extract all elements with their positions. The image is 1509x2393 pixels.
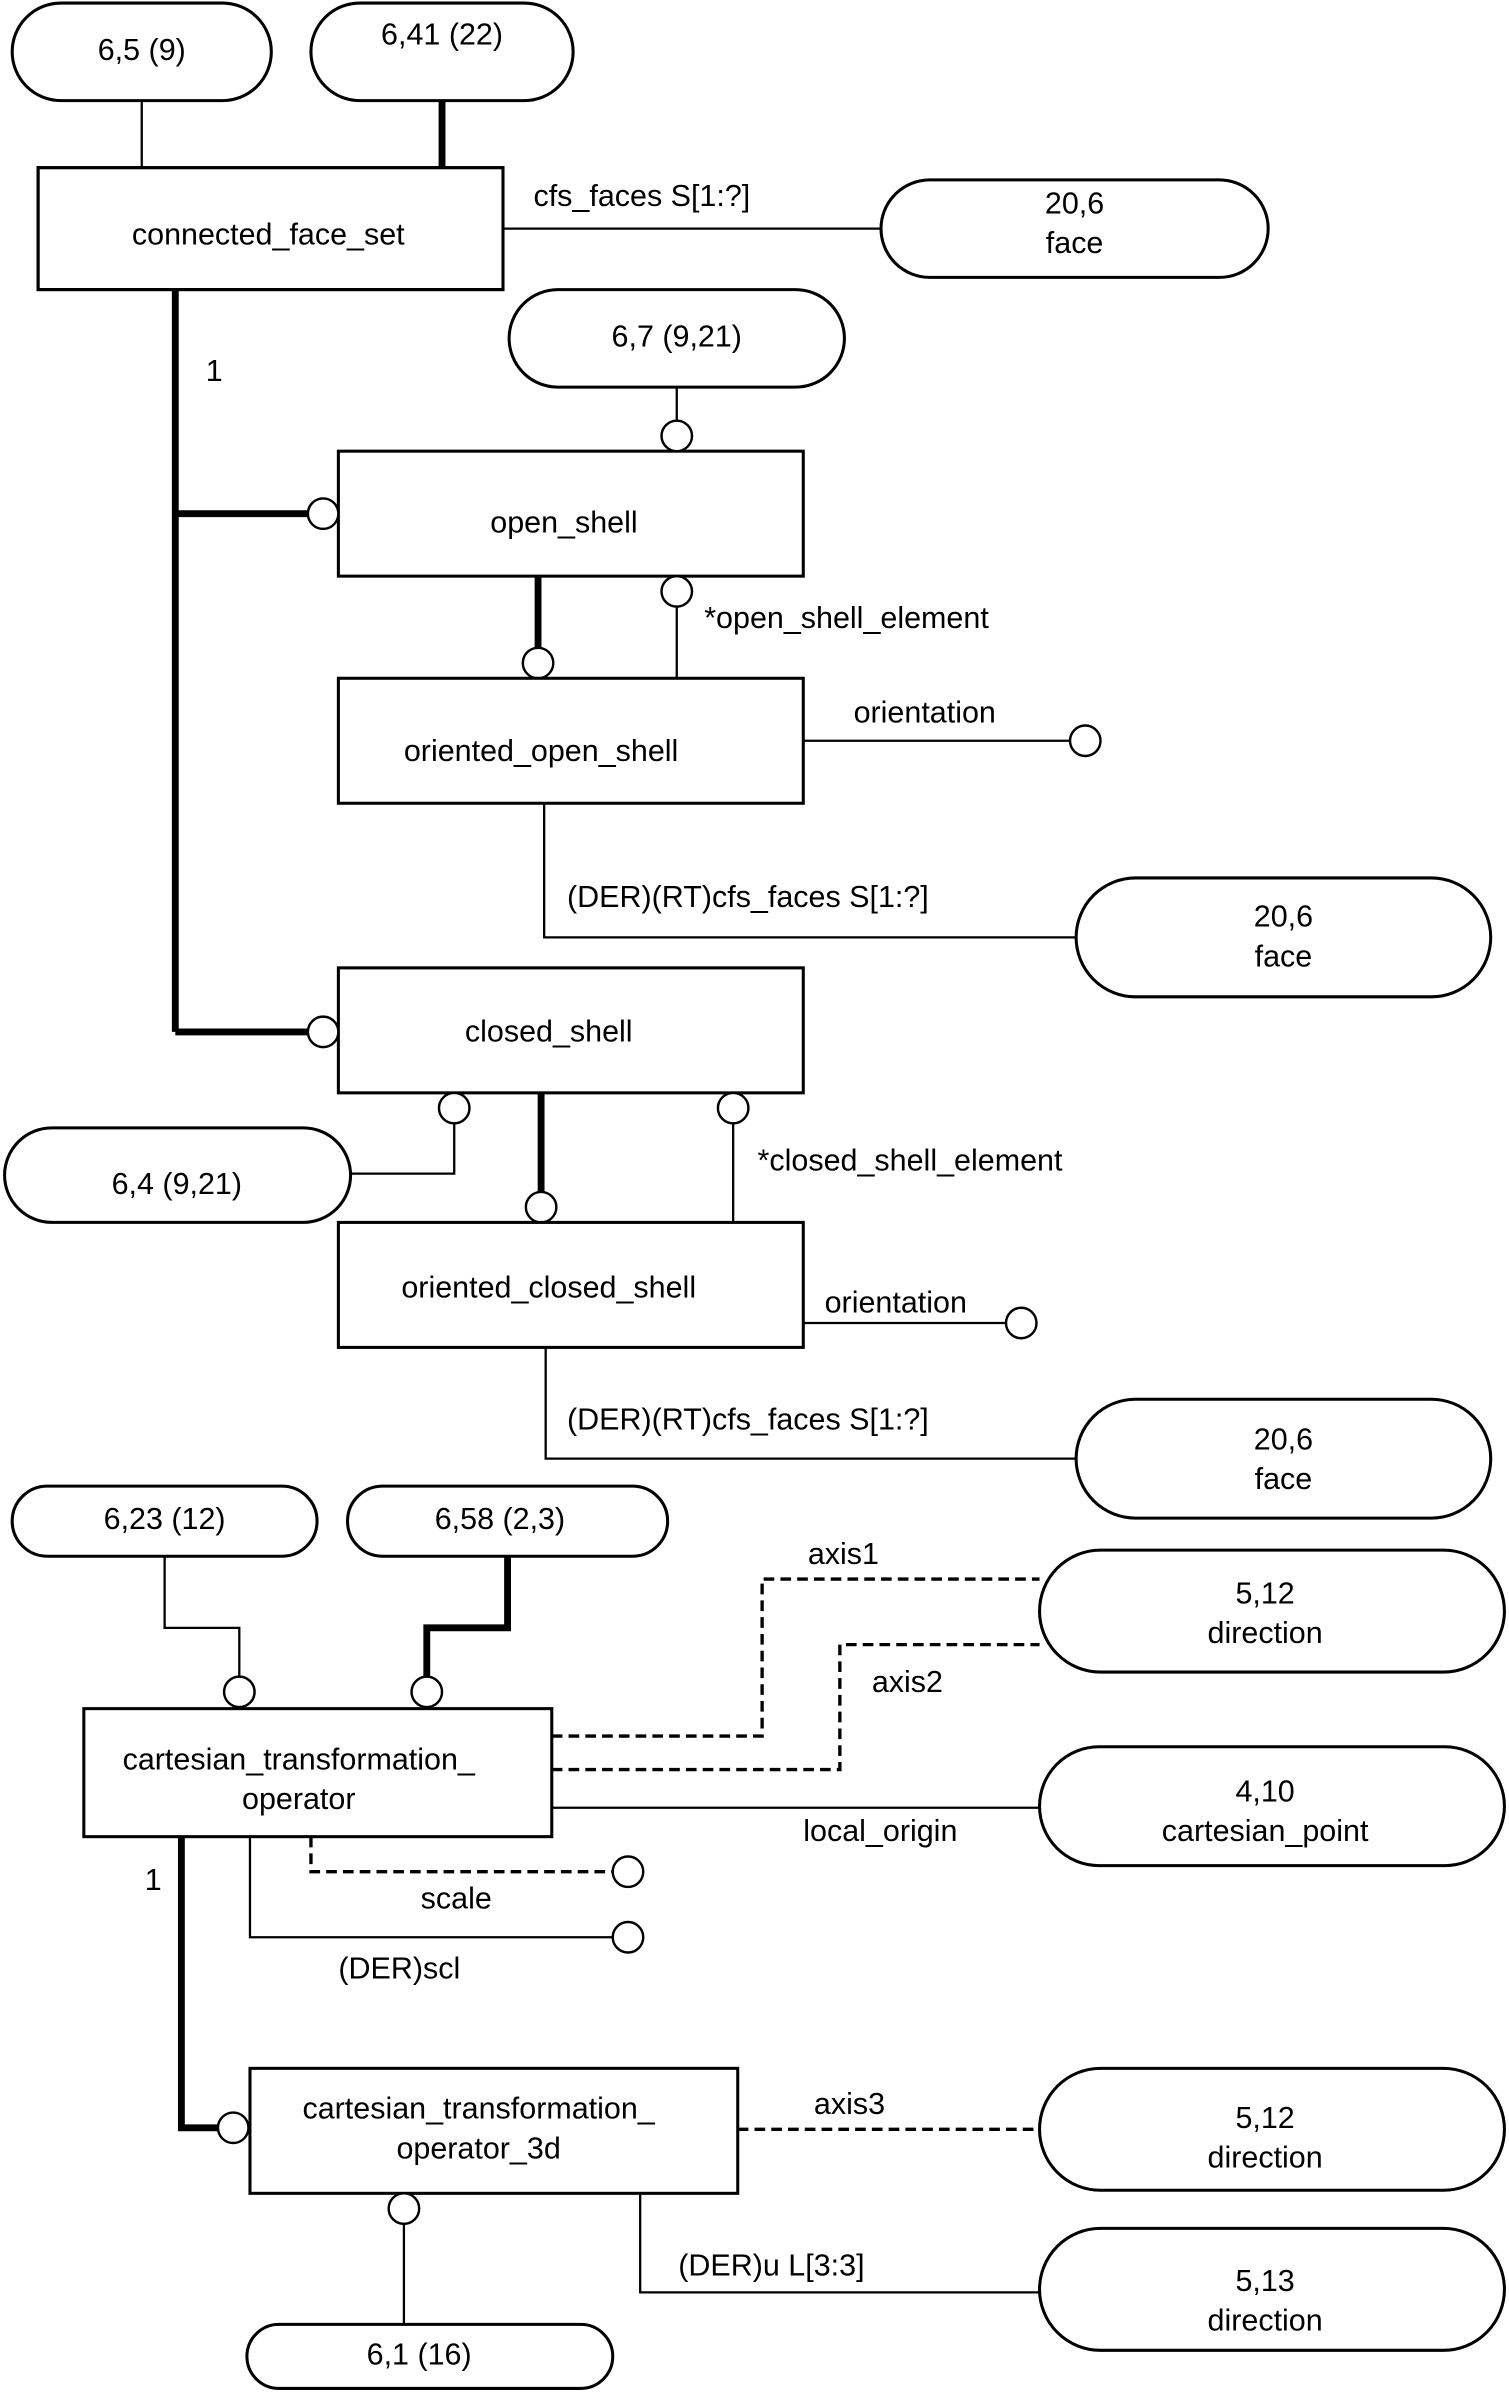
relation-circle — [410, 1675, 444, 1709]
attr-line-dashed-scale — [309, 1836, 613, 1874]
attr-label-axis1: axis1 — [808, 1537, 879, 1571]
attr-label-cfs-faces: cfs_faces S[1:?] — [533, 179, 750, 213]
cardinality-one: 1 — [145, 1863, 162, 1897]
attr-circle — [1068, 724, 1102, 758]
attr-label-der-cfs-faces: (DER)(RT)cfs_faces S[1:?] — [567, 1403, 929, 1437]
attr-label-axis2: axis2 — [872, 1665, 943, 1699]
ref-label: 6,1 (16) — [367, 2337, 472, 2371]
entity-connected-face-set[interactable]: connected_face_set — [36, 166, 505, 292]
ref-direction-3[interactable]: 5,13 direction — [1038, 2226, 1506, 2352]
entity-label: oriented_open_shell — [404, 734, 678, 768]
entity-label: connected_face_set — [132, 217, 405, 251]
ref-number: 5,12 — [1235, 2101, 1294, 2135]
attr-label-der-u: (DER)u L[3:3] — [678, 2249, 864, 2283]
attr-label-der-scl: (DER)scl — [338, 1951, 460, 1985]
attr-label-closed-shell-element: *closed_shell_element — [758, 1144, 1063, 1178]
ref-label: 6,58 (2,3) — [435, 1502, 565, 1536]
relation-line — [350, 1123, 456, 1175]
ref-label: 6,7 (9,21) — [612, 319, 742, 353]
ref-number: 5,12 — [1235, 1576, 1294, 1610]
ref-label: 6,5 (9) — [98, 33, 186, 67]
relation-circle — [716, 1091, 750, 1125]
entity-cartesian-transformation-operator-3d[interactable]: cartesian_transformation_ operator_3d — [248, 2066, 740, 2195]
attr-label-local-origin: local_origin — [803, 1814, 957, 1848]
ref-face-2[interactable]: 20,6 face — [1074, 876, 1493, 999]
ref-cartesian-point[interactable]: 4,10 cartesian_point — [1038, 1745, 1506, 1868]
attr-line — [248, 1836, 613, 1939]
attr-line — [544, 1347, 1077, 1460]
attr-circle — [611, 1855, 645, 1889]
ref-6-7[interactable]: 6,7 (9,21) — [507, 288, 846, 389]
entity-label-line2: operator_3d — [396, 2131, 560, 2165]
entity-label: oriented_closed_shell — [401, 1271, 696, 1305]
ref-label: 6,4 (9,21) — [112, 1167, 242, 1201]
ref-name: face — [1255, 1462, 1313, 1496]
relation-circle — [660, 574, 694, 608]
ref-number: 20,6 — [1254, 900, 1313, 934]
ref-6-4[interactable]: 6,4 (9,21) — [3, 1126, 353, 1224]
subtype-circle — [216, 2111, 250, 2145]
ref-number: 5,13 — [1235, 2264, 1294, 2298]
relation-circle — [222, 1675, 256, 1709]
attr-circle — [611, 1920, 645, 1954]
ref-direction-1[interactable]: 5,12 direction — [1038, 1548, 1506, 1674]
ref-face-3[interactable]: 20,6 face — [1074, 1397, 1493, 1520]
entity-open-shell[interactable]: open_shell — [336, 449, 805, 578]
ref-name: direction — [1208, 1616, 1323, 1650]
attr-label-open-shell-element: *open_shell_element — [704, 601, 989, 635]
ref-name: face — [1255, 939, 1313, 973]
relation-circle — [387, 2192, 421, 2226]
entity-oriented-open-shell[interactable]: oriented_open_shell — [336, 676, 805, 805]
ref-6-58[interactable]: 6,58 (2,3) — [346, 1484, 670, 1558]
relation-circle — [660, 419, 694, 453]
ref-label: 6,23 (12) — [104, 1502, 226, 1536]
entity-label-line1: cartesian_transformation_ — [123, 1743, 476, 1777]
subtype-circle — [521, 646, 555, 680]
relation-circle — [437, 1091, 471, 1125]
ref-6-23[interactable]: 6,23 (12) — [10, 1484, 319, 1558]
subtype-circle — [306, 497, 340, 531]
subtype-circle — [524, 1190, 558, 1224]
entity-label: open_shell — [490, 505, 637, 539]
ref-6-41[interactable]: 6,41 (22) — [309, 1, 575, 103]
attr-label-orientation: orientation — [825, 1285, 967, 1319]
attr-label-axis3: axis3 — [814, 2087, 885, 2121]
entity-label-line1: cartesian_transformation_ — [302, 2092, 655, 2126]
ref-6-1[interactable]: 6,1 (16) — [245, 2322, 615, 2390]
ref-face-1[interactable]: 20,6 face — [879, 178, 1270, 279]
attr-line-dashed-axis2 — [551, 1642, 1040, 1772]
attr-label-scale: scale — [421, 1881, 492, 1915]
ref-number: 20,6 — [1254, 1423, 1313, 1457]
ref-6-5[interactable]: 6,5 (9) — [10, 1, 273, 103]
attr-line — [543, 803, 1077, 939]
relation-line-thick — [423, 1556, 512, 1677]
ref-name: direction — [1208, 2140, 1323, 2174]
cardinality-one: 1 — [206, 354, 223, 388]
entity-closed-shell[interactable]: closed_shell — [336, 966, 805, 1095]
ref-number: 4,10 — [1235, 1775, 1294, 1809]
entity-oriented-closed-shell[interactable]: oriented_closed_shell — [336, 1220, 805, 1349]
ref-label: 6,41 (22) — [381, 18, 503, 52]
ref-number: 20,6 — [1045, 186, 1104, 220]
entity-label-line2: operator — [242, 1782, 355, 1816]
subtype-circle — [306, 1015, 340, 1049]
attr-circle — [1004, 1306, 1038, 1340]
ref-name: direction — [1208, 2304, 1323, 2338]
attr-label-der-cfs-faces: (DER)(RT)cfs_faces S[1:?] — [567, 880, 929, 914]
entity-cartesian-transformation-operator[interactable]: cartesian_transformation_ operator — [82, 1707, 554, 1839]
subtype-tree-line — [177, 1836, 218, 2132]
relation-line — [163, 1556, 241, 1677]
attr-label-orientation: orientation — [854, 695, 996, 729]
ref-name: face — [1046, 226, 1104, 260]
ref-name: cartesian_point — [1162, 1814, 1369, 1848]
entity-label: closed_shell — [465, 1014, 633, 1048]
ref-direction-2[interactable]: 5,12 direction — [1038, 2066, 1506, 2192]
attr-line — [639, 2193, 1040, 2294]
attr-line-dashed-axis1 — [551, 1577, 1040, 1738]
